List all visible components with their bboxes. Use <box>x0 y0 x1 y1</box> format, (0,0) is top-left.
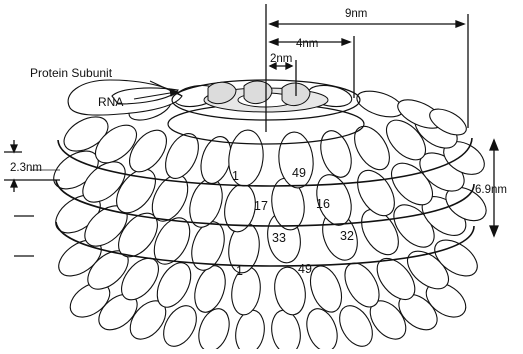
protein-subunit-label: Protein Subunit <box>30 66 113 80</box>
subunit-number: 49 <box>298 262 312 276</box>
pitch-label: 2.3nm <box>10 162 42 174</box>
subunit-number: 1 <box>236 264 243 278</box>
subunit-number: 16 <box>316 197 330 211</box>
subunit-number: 1 <box>232 169 239 183</box>
top-inner-subunits <box>208 81 310 105</box>
rna-label: RNA <box>98 95 123 109</box>
subunit-number: 17 <box>254 199 268 213</box>
subunit-number: 49 <box>292 166 306 180</box>
subunit-number: 33 <box>272 231 286 245</box>
outer-diameter-label: 9nm <box>345 8 367 20</box>
subunit-number: 32 <box>340 229 354 243</box>
middle-diameter-label: 4nm <box>296 38 318 50</box>
turn-height-label: 6.9nm <box>475 184 507 196</box>
inner-diameter-label: 2nm <box>270 53 292 65</box>
